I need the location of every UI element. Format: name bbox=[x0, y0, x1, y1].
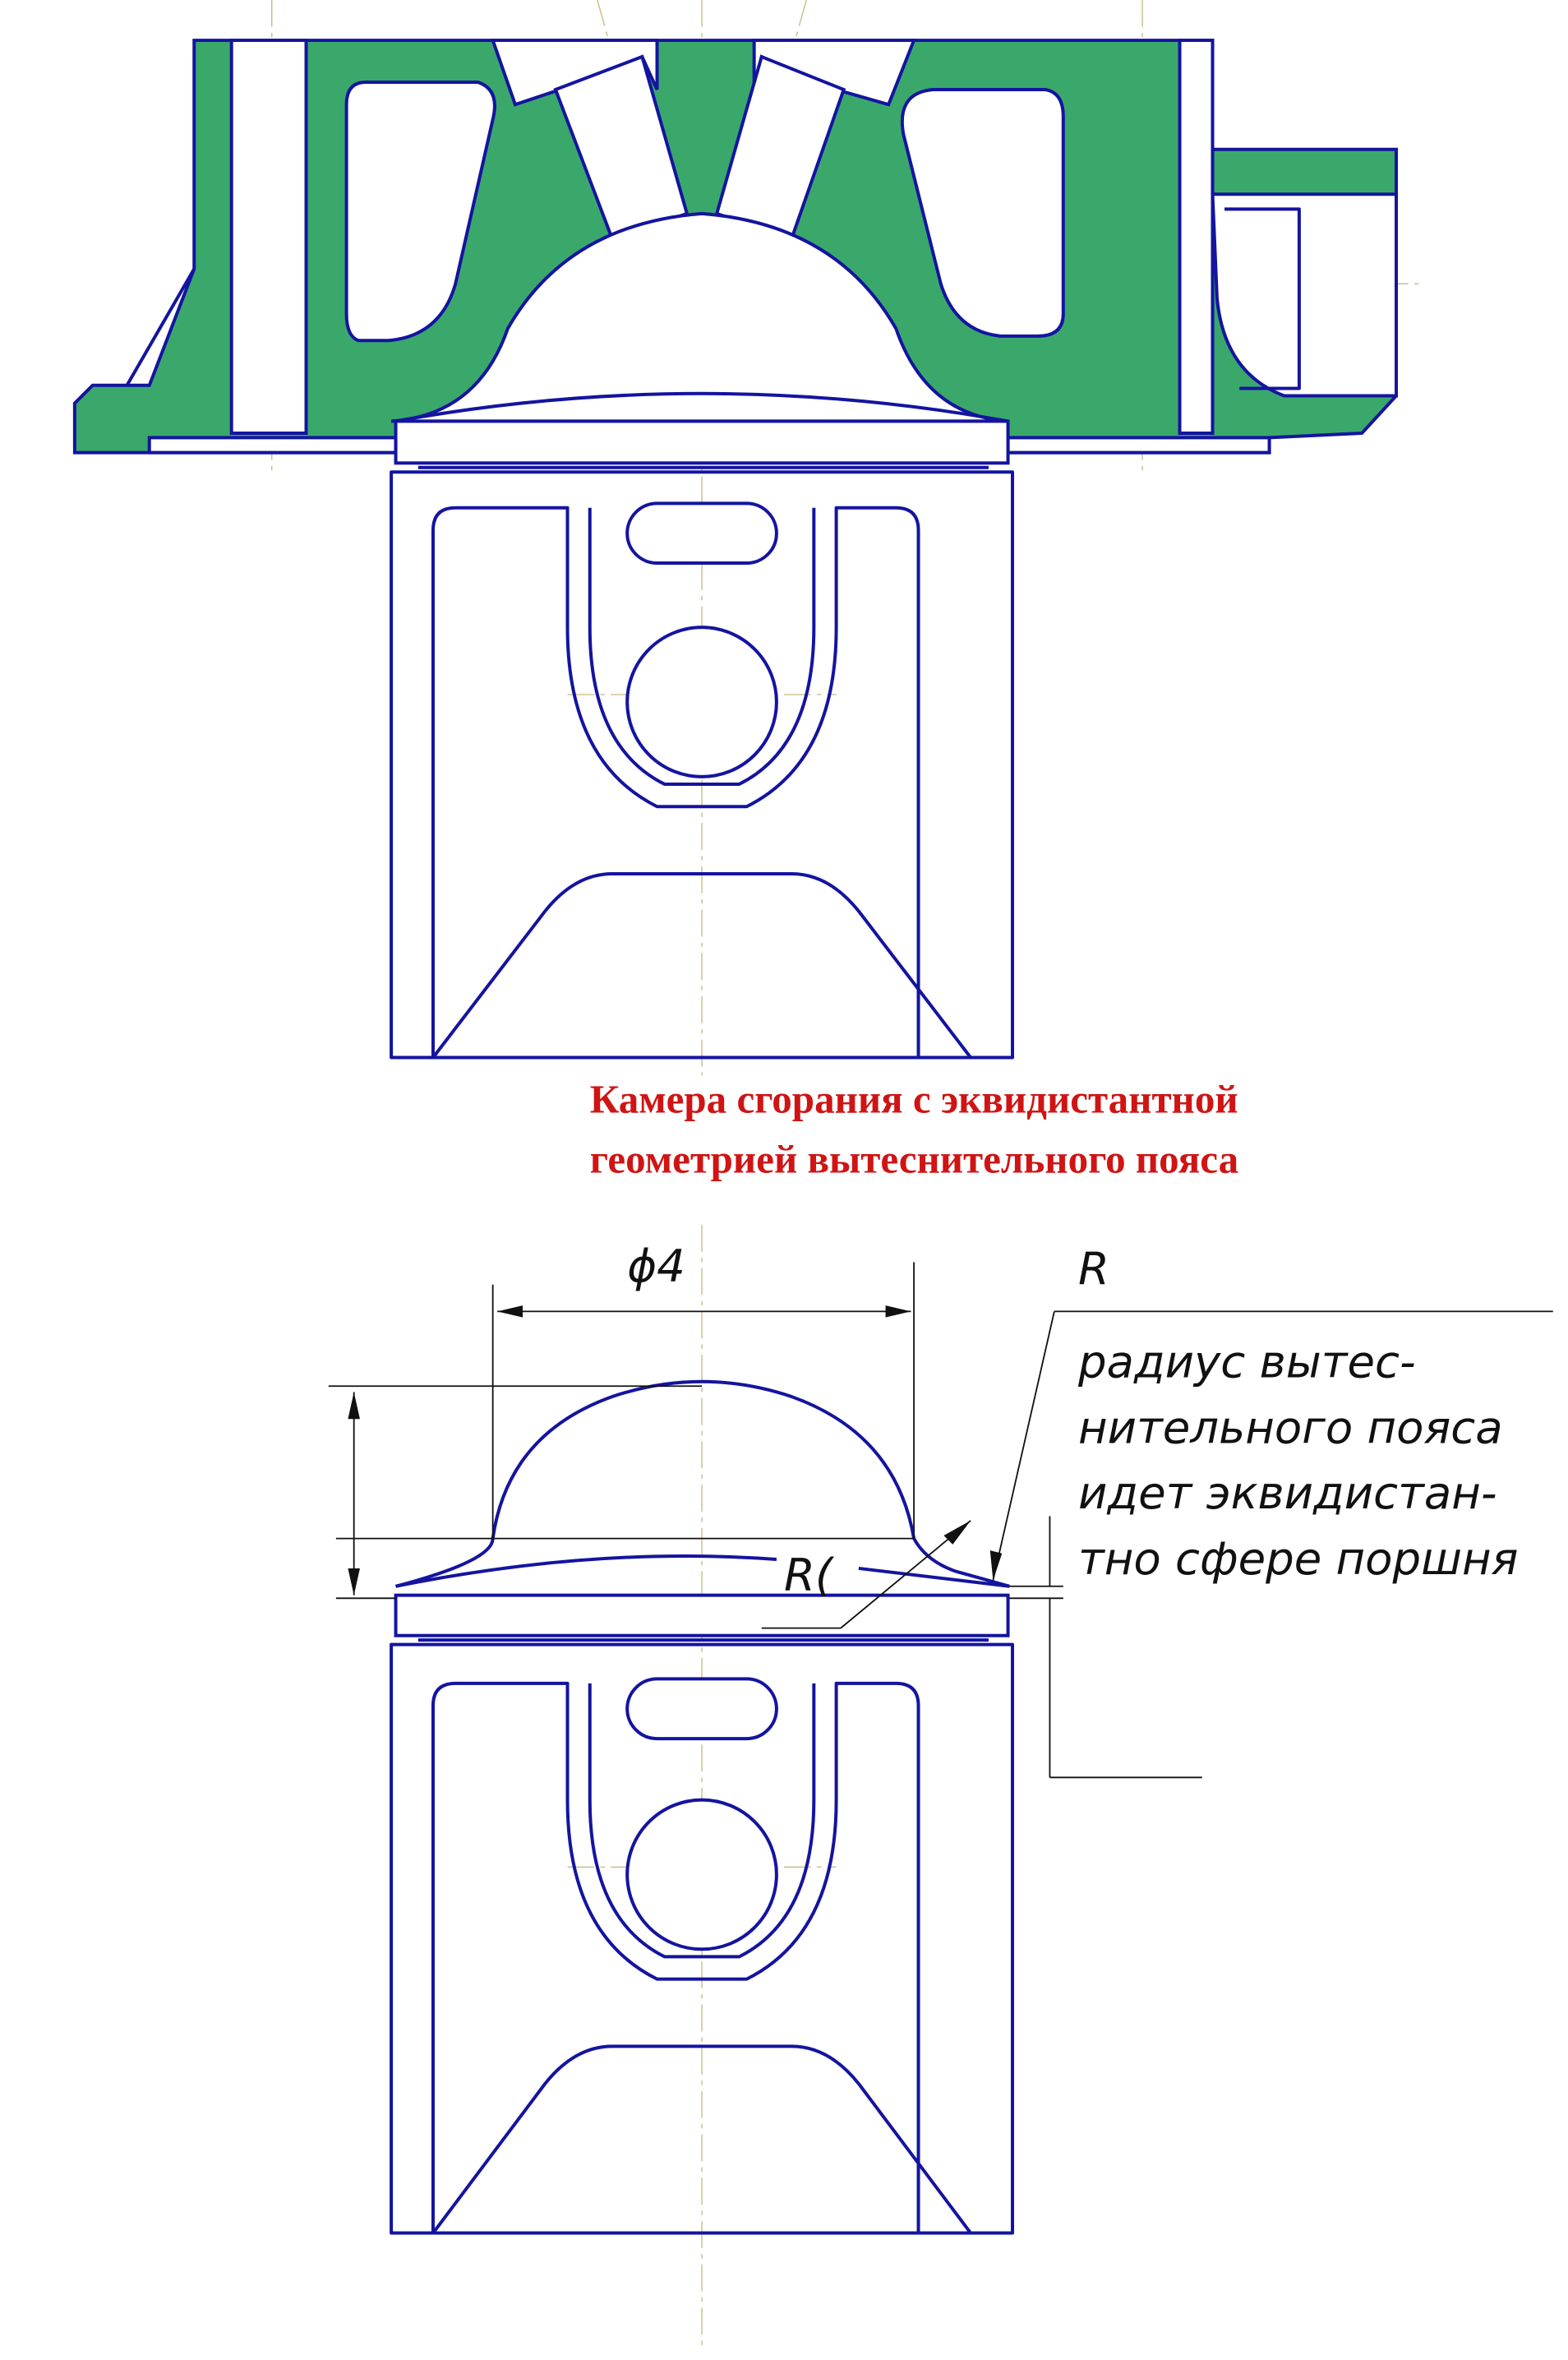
piston-with-dimensions: ϕ4 R R( радиус вытес- нительного пояса и… bbox=[328, 1240, 1553, 2235]
diameter-label: ϕ4 bbox=[627, 1240, 685, 1292]
skirt-arch bbox=[431, 871, 972, 1059]
dimension-lines bbox=[328, 1262, 1553, 1779]
right-water-jacket bbox=[900, 88, 1065, 338]
note-line: идет эквидистан- bbox=[1078, 1466, 1497, 1519]
radius-label-top: R bbox=[1078, 1243, 1109, 1295]
left-water-jacket bbox=[344, 80, 496, 343]
note-line: нительного пояса bbox=[1078, 1401, 1503, 1453]
right-bolt-hole bbox=[1178, 39, 1215, 435]
title-line-1: Камера сгорания с эквидистантной bbox=[590, 1077, 1238, 1122]
cylinder-head-section bbox=[72, 39, 1399, 455]
note-line: радиус вытес- bbox=[1077, 1335, 1416, 1388]
piston-pin-hole bbox=[625, 626, 778, 778]
oil-window bbox=[625, 501, 778, 566]
exhaust-outlet bbox=[1211, 192, 1399, 398]
annotation-note: радиус вытес- нительного пояса идет экви… bbox=[1077, 1335, 1518, 1585]
title-line-2: геометрией вытеснительного пояса bbox=[590, 1136, 1238, 1181]
combustion-dome bbox=[390, 211, 1008, 423]
dome-profile bbox=[491, 1379, 1010, 1588]
note-line: тно сфере поршня bbox=[1078, 1532, 1518, 1585]
left-bolt-hole bbox=[229, 39, 308, 435]
radius-label-inner: R( bbox=[784, 1549, 835, 1601]
piston-top-view bbox=[390, 391, 1015, 1060]
